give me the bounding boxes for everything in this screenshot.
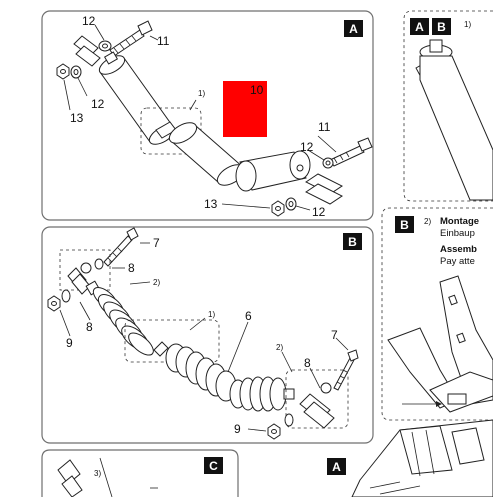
callout-8-top: 8 [128, 261, 135, 275]
callout-13-left: 13 [70, 111, 84, 125]
note-line-1: Montage [440, 216, 479, 227]
callout-1-footnote: 1) [198, 89, 205, 98]
panel-right-top-badge-a: A [415, 20, 424, 34]
callout-1-right-top: 1) [464, 20, 471, 29]
callout-9-left: 9 [66, 336, 73, 350]
roller-right-panel [415, 39, 493, 201]
panel-b: B [41, 226, 374, 444]
callout-1-b-footnote: 1) [208, 310, 215, 319]
panel-a-badge: A [349, 22, 358, 36]
panel-a-bottom-badge: A [332, 460, 341, 474]
bottom-right-structure [351, 419, 493, 498]
callout-3-footnote: 3) [94, 469, 101, 478]
panel-right-top-frame [403, 10, 493, 202]
panel-right-bottom: B 2) Montage Einbaup Assemb Pay atte [381, 207, 493, 421]
note-line-3: Assemb [440, 244, 477, 255]
panel-c-frame [41, 449, 239, 497]
panel-right-bottom-badge: B [400, 218, 409, 232]
callout-11-right: 11 [318, 120, 331, 134]
washer-8-left [61, 289, 71, 303]
link-joint [153, 341, 169, 357]
panel-c-badge: C [209, 459, 218, 473]
frame-structure-sketch [387, 275, 493, 413]
garland-roller-right [229, 376, 295, 412]
bolt-7-top [103, 227, 139, 267]
bolt-7-right [333, 349, 359, 391]
note-line-2: Einbaup [440, 228, 475, 239]
detail-group-2-top [59, 249, 111, 291]
note-line-4: Pay atte [440, 256, 475, 267]
callout-12-top: 12 [82, 14, 96, 28]
panel-b-badge: B [348, 235, 357, 249]
callout-8-left: 8 [86, 320, 93, 334]
washer-8-right [320, 382, 332, 394]
panel-c: C 3) [41, 449, 239, 498]
callout-9-bottom: 9 [234, 422, 241, 436]
footnote-2-right: 2) [424, 217, 431, 226]
panel-right-top: A B 1) [403, 10, 493, 202]
callout-6: 6 [245, 309, 252, 323]
panel-b-badge-box [343, 233, 362, 250]
roller-right [235, 150, 311, 192]
callout-7-top: 7 [153, 236, 160, 250]
callout-7-right: 7 [331, 328, 338, 342]
garland-roller-left [85, 280, 154, 356]
panel-right-top-badge-b: B [437, 20, 446, 34]
callout-13-bottom: 13 [204, 197, 218, 211]
highlight-box [223, 81, 267, 137]
panel-a-bottom: A [327, 458, 346, 475]
callout-2-right-footnote: 2) [276, 343, 283, 352]
washer-8-top [94, 258, 104, 270]
callout-12-left: 12 [91, 97, 105, 111]
detail-group-1-b [124, 319, 220, 363]
callout-12-right: 12 [300, 140, 314, 154]
panel-a: A [41, 10, 374, 221]
callout-2-top-footnote: 2) [153, 278, 160, 287]
detail-group-2-right [285, 369, 349, 429]
callout-10: 10 [250, 83, 264, 97]
panel-c-badge-box [204, 457, 223, 474]
washer-8-bottom [284, 413, 294, 427]
callout-8-right: 8 [304, 356, 311, 370]
callout-11-top: 11 [157, 34, 170, 48]
panel-a-badge-box [344, 20, 363, 37]
callout-12-bottom: 12 [312, 205, 326, 219]
panel-c-bracket [57, 459, 81, 485]
panel-a-bottom-badge-box [327, 458, 346, 475]
